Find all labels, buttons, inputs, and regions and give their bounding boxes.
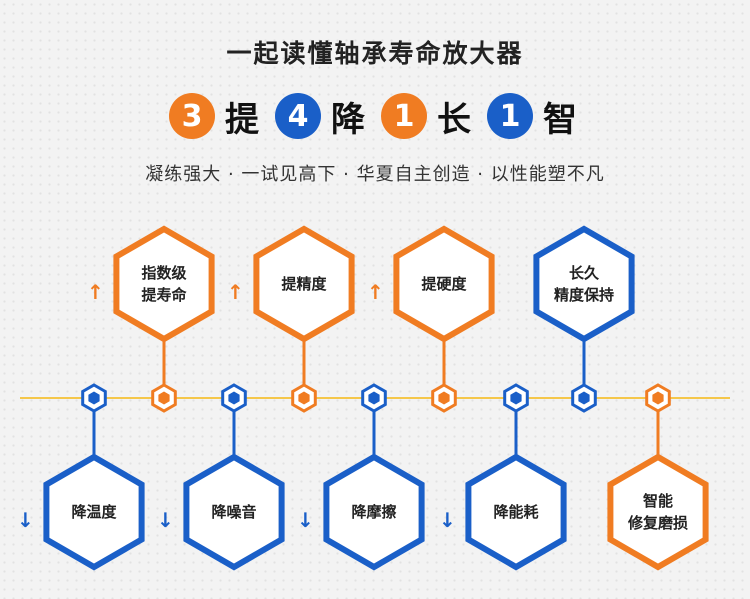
top-item-1-label-line: 指数级 (141, 264, 187, 282)
arrow-up-icon: ↑ (227, 280, 244, 304)
headline-word-2: 降 (331, 99, 365, 140)
arrow-down-icon: ↓ (157, 508, 174, 532)
bottom-item-2-hexagon (183, 453, 285, 571)
bottom-item-4-hexagon (465, 453, 567, 571)
top-item-4-label-line: 精度保持 (553, 286, 614, 304)
bottom-item-2-label: 降噪音 (179, 501, 289, 523)
top-item-3-label: 提硬度 (389, 273, 499, 295)
page-title: 一起读懂轴承寿命放大器 (226, 39, 524, 68)
bottom-item-1-label: 降温度 (39, 501, 149, 523)
top-item-4-label-line: 长久 (568, 264, 599, 282)
bottom-item-4-node-inner (510, 391, 522, 405)
top-item-2-label-line: 提精度 (281, 275, 327, 293)
top-item-2-hexagon (253, 225, 355, 343)
top-item-1-label: 指数级提寿命 (109, 262, 219, 306)
top-item-4-label: 长久精度保持 (529, 262, 639, 306)
top-item-3-label-line: 提硬度 (421, 275, 467, 293)
top-item-1-label-line: 提寿命 (141, 286, 187, 304)
arrow-down-icon: ↓ (297, 508, 314, 532)
headline-badge-1: 3 (169, 93, 215, 139)
arrow-up-icon: ↑ (87, 280, 104, 304)
arrow-up-icon: ↑ (367, 280, 384, 304)
bottom-item-1-hexagon (43, 453, 145, 571)
bottom-item-2-node-inner (228, 391, 240, 405)
top-item-2-node-inner (298, 391, 310, 405)
headline-badge-2: 4 (275, 93, 321, 139)
headline-word-3: 长 (437, 99, 471, 140)
bottom-item-1-node-inner (88, 391, 100, 405)
top-item-3-node-inner (438, 391, 450, 405)
top-item-4-node-inner (578, 391, 590, 405)
bottom-item-3-label-line: 降摩擦 (351, 503, 397, 521)
bottom-item-4-label: 降能耗 (461, 501, 571, 523)
top-item-3-hexagon (393, 225, 495, 343)
bottom-item-5-node-inner (652, 391, 664, 405)
bottom-item-5-label-line: 修复磨损 (627, 514, 688, 532)
bottom-item-5-hexagon (607, 453, 709, 571)
bottom-item-4-label-line: 降能耗 (493, 503, 539, 521)
arrow-down-icon: ↓ (439, 508, 456, 532)
bottom-item-1-label-line: 降温度 (71, 503, 117, 521)
headline-badge-4: 1 (487, 93, 533, 139)
bottom-item-5-label-line: 智能 (642, 492, 673, 510)
bottom-item-3-node-inner (368, 391, 380, 405)
subtitle: 凝练强大 · 一试见高下 · 华夏自主创造 · 以性能塑不凡 (145, 164, 605, 185)
headline: 3 提 4 降 1 长 1 智 (0, 86, 750, 146)
bottom-item-2-label-line: 降噪音 (211, 503, 257, 521)
top-item-4-hexagon (533, 225, 635, 343)
bottom-item-5-label: 智能修复磨损 (603, 490, 713, 534)
headline-word-4: 智 (543, 99, 577, 140)
headline-badge-3: 1 (381, 93, 427, 139)
top-item-1-node-inner (158, 391, 170, 405)
headline-word-1: 提 (225, 99, 259, 140)
bottom-item-3-hexagon (323, 453, 425, 571)
arrow-down-icon: ↓ (17, 508, 34, 532)
bottom-item-3-label: 降摩擦 (319, 501, 429, 523)
top-item-1-hexagon (113, 225, 215, 343)
top-item-2-label: 提精度 (249, 273, 359, 295)
